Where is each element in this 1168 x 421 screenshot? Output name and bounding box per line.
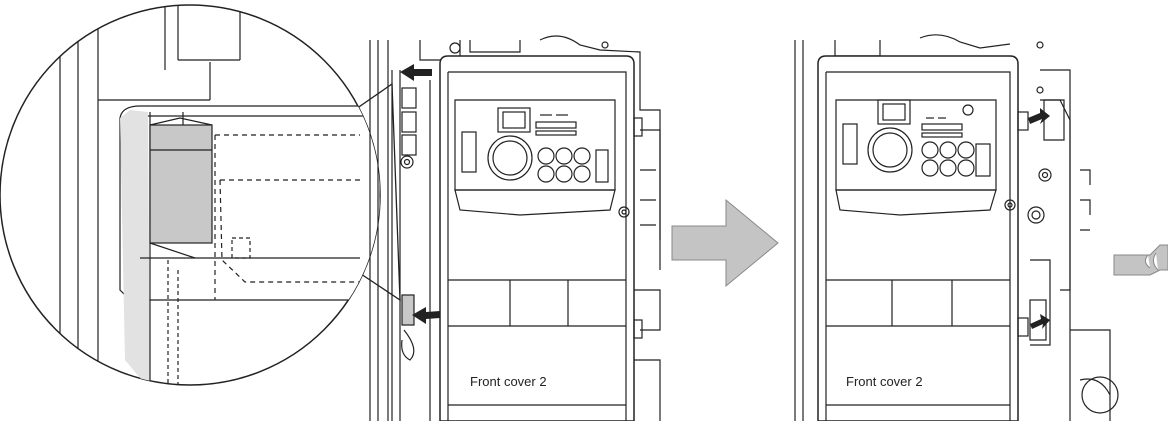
panel-caption: Front cover 2 [846, 374, 923, 389]
insert-arrow-icon [412, 307, 440, 324]
magnified-detail [0, 4, 401, 386]
arrow-break-mark [1144, 252, 1159, 271]
panel-caption: Front cover 2 [470, 374, 547, 389]
push-arrow-icon [1030, 314, 1050, 329]
next-step-arrow-icon [1113, 244, 1168, 276]
push-arrow-icon [1028, 108, 1050, 124]
insert-arrow-icon [400, 64, 432, 81]
inverter-unit-left [369, 35, 661, 421]
next-step-arrow-icon [671, 198, 779, 288]
inverter-unit-right [794, 34, 1119, 421]
